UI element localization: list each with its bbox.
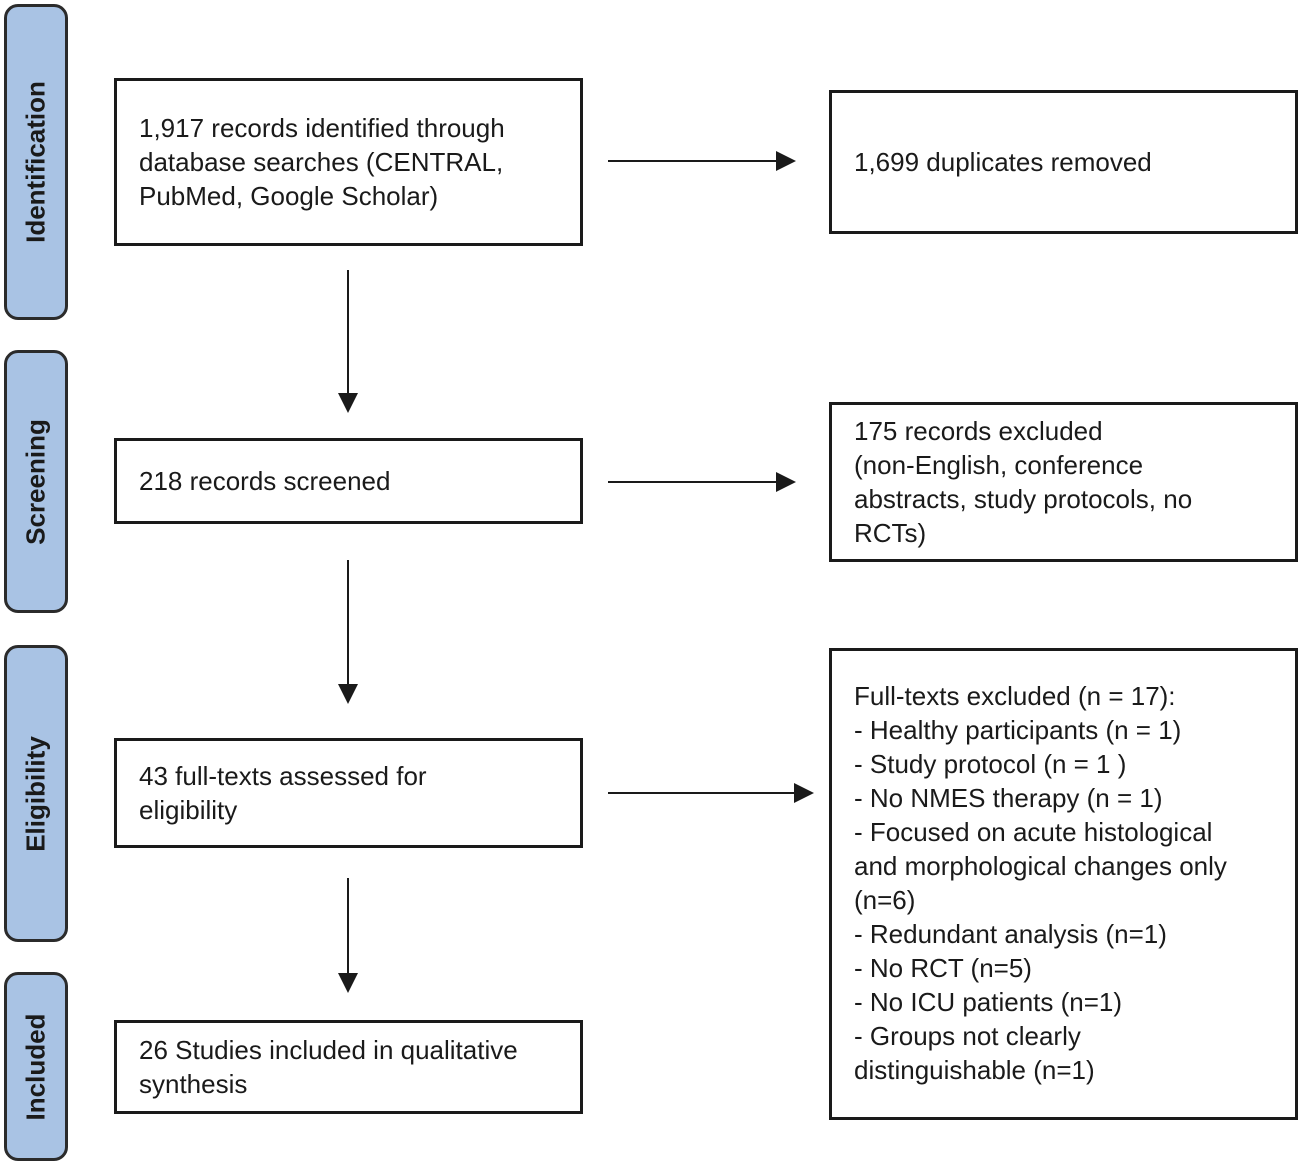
arrowhead-assessed-to-fulltexts-excluded (794, 783, 814, 803)
box-records-screened-text: 218 records screened (139, 466, 391, 496)
box-duplicates-removed: 1,699 duplicates removed (829, 90, 1298, 234)
box-studies-included: 26 Studies included in qualitative synth… (114, 1020, 583, 1114)
box-records-excluded-text: 175 records excluded (non-English, confe… (854, 416, 1193, 548)
box-fulltexts-excluded: Full-texts excluded (n = 17): - Healthy … (829, 648, 1298, 1120)
stage-identification: Identification (4, 4, 68, 320)
box-fulltexts-assessed: 43 full-texts assessed for eligibility (114, 738, 583, 848)
arrowhead-identified-to-duplicates (776, 151, 796, 171)
box-records-screened: 218 records screened (114, 438, 583, 524)
box-records-excluded: 175 records excluded (non-English, confe… (829, 402, 1298, 562)
box-fulltexts-excluded-text: Full-texts excluded (n = 17): - Healthy … (854, 681, 1227, 1085)
stage-eligibility: Eligibility (4, 645, 68, 942)
box-studies-included-text: 26 Studies included in qualitative synth… (139, 1035, 518, 1099)
arrowhead-screened-to-excluded (776, 472, 796, 492)
arrowhead-assessed-to-included (338, 973, 358, 993)
box-records-identified: 1,917 records identified through databas… (114, 78, 583, 246)
box-duplicates-removed-text: 1,699 duplicates removed (854, 147, 1152, 177)
box-records-identified-text: 1,917 records identified through databas… (139, 113, 505, 211)
arrowhead-screened-to-assessed (338, 684, 358, 704)
stage-screening: Screening (4, 350, 68, 613)
stage-included: Included (4, 972, 68, 1161)
arrowhead-identified-to-screened (338, 393, 358, 413)
box-fulltexts-assessed-text: 43 full-texts assessed for eligibility (139, 761, 427, 825)
